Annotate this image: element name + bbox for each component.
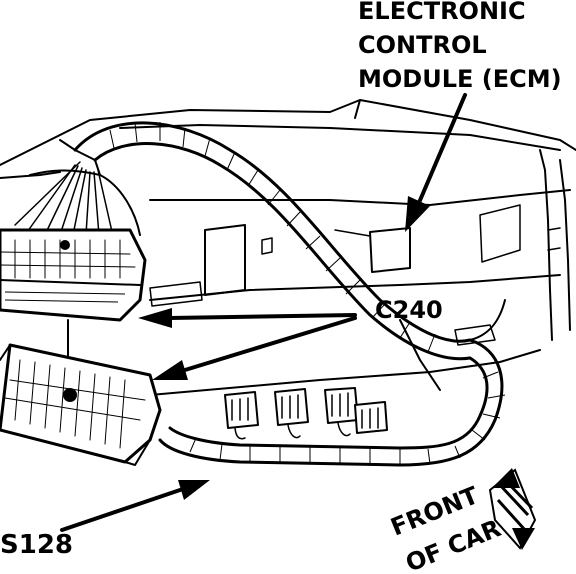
ecm-callout: ELECTRONIC CONTROL MODULE (ECM) (358, 0, 562, 93)
c240-arrow-upper (138, 308, 357, 328)
c240-mating-connector (0, 343, 162, 466)
c240-label: C240 (375, 296, 443, 324)
ecm-arrow (405, 93, 467, 232)
ecm-harness-connector (0, 139, 147, 379)
ecm-label-line1: ELECTRONIC (358, 0, 526, 25)
ecm-label-line3: MODULE (ECM) (358, 65, 562, 93)
ecm-label-line2: CONTROL (358, 31, 487, 59)
vehicle-body-panels (0, 99, 576, 396)
s128-arrow (60, 480, 210, 532)
front-of-car-arrow-icon (488, 468, 537, 550)
wiring-harness (73, 121, 506, 467)
s128-label: S128 (0, 530, 73, 560)
pigtail-connectors (224, 387, 388, 440)
c240-arrow-lower (152, 316, 357, 380)
front-of-car-callout: FRONT OF CAR (387, 481, 505, 574)
